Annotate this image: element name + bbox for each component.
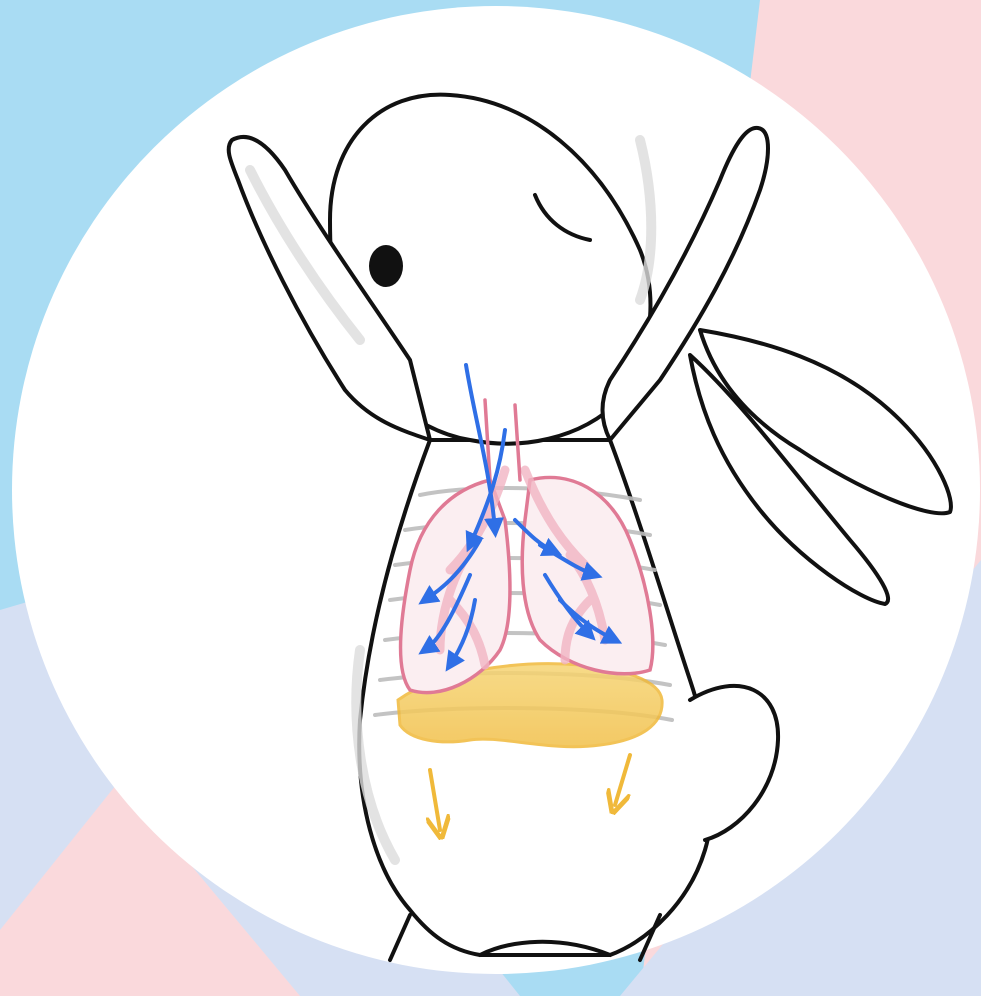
- eye-icon: [369, 245, 403, 287]
